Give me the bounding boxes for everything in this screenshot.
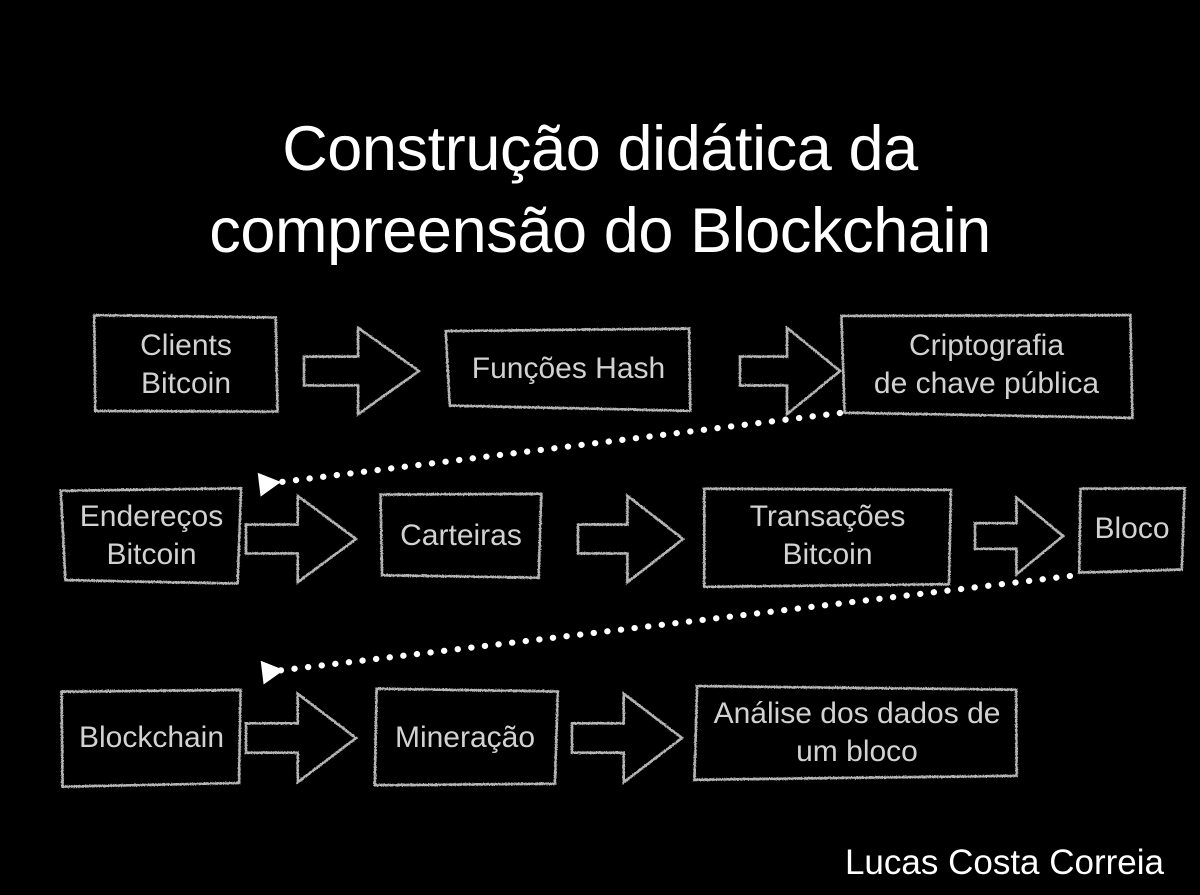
arrow-transacoes-to-bloco xyxy=(973,494,1066,578)
node-label-mineracao: Mineração xyxy=(394,720,536,754)
node-label-clients-bitcoin: Clients Bitcoin xyxy=(140,328,232,400)
arrow-clients-to-hash xyxy=(302,325,422,417)
node-label-enderecos-bitcoin: Endereços Bitcoin xyxy=(79,499,224,571)
arrow-enderecos-to-carteiras xyxy=(244,493,359,585)
arrow-blockchain-to-mineracao xyxy=(244,691,359,785)
connector-row1-to-row2 xyxy=(256,409,844,488)
node-label-analise-dados: Análise dos dados de um bloco xyxy=(713,697,1001,768)
node-label-transacoes-bitcoin: Transações Bitcoin xyxy=(749,500,906,571)
node-label-carteiras: Carteiras xyxy=(400,518,522,552)
node-label-blockchain: Blockchain xyxy=(78,720,225,754)
page-title: Construção didática da compreensão do Bl… xyxy=(209,114,991,267)
connector-row1-to-row2-arrowhead-icon xyxy=(257,472,281,497)
connector-row2-to-row3-arrowhead-icon xyxy=(260,660,284,685)
arrow-mineracao-to-analise xyxy=(570,691,685,785)
connector-row2-to-row3 xyxy=(259,572,1074,676)
arrow-hash-to-cripto xyxy=(738,325,843,417)
node-label-bloco: Bloco xyxy=(1094,511,1170,545)
node-label-criptografia-chave: Criptografia de chave pública xyxy=(873,329,1100,400)
arrow-carteiras-to-transacoes xyxy=(576,493,686,585)
author-credit: Lucas Costa Correia xyxy=(844,843,1164,882)
node-label-funcoes-hash: Funções Hash xyxy=(471,352,666,385)
